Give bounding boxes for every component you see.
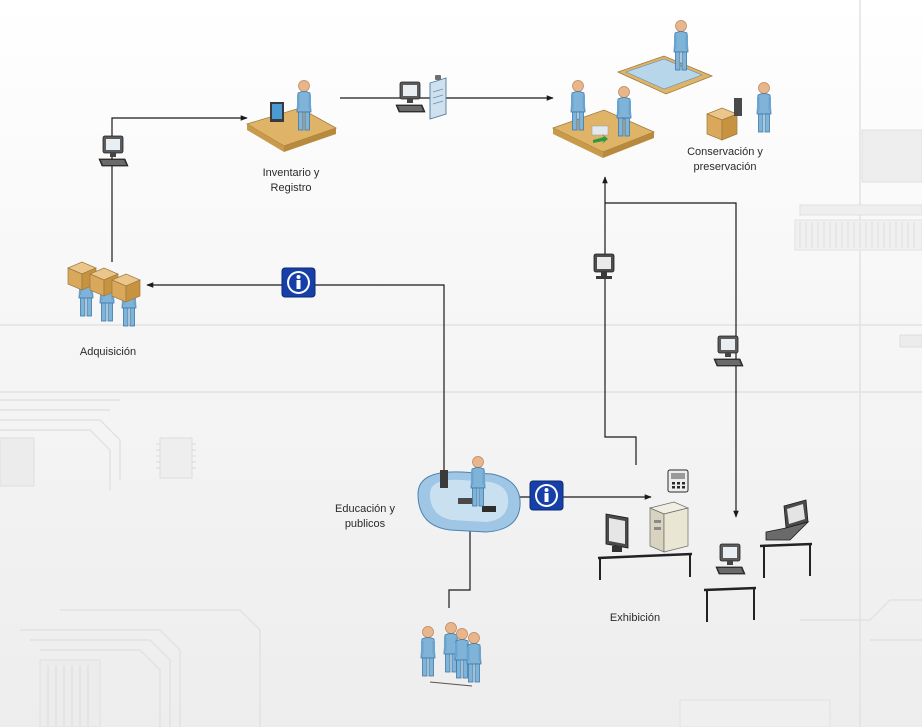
exhibition-table	[703, 542, 813, 622]
arrow-publico-to-educacion	[448, 514, 473, 608]
fax-icon	[667, 469, 689, 493]
node-label-conservacion-line2: preservación	[693, 161, 757, 173]
monitor-icon	[593, 253, 615, 280]
node-label-exhibicion: Exhibición	[590, 611, 680, 626]
computer-clipboard-icon	[395, 75, 447, 120]
conservation-team-icon	[551, 20, 772, 158]
arrow-adquisicion-to-inventario	[111, 115, 248, 262]
node-label-conservacion-line1: Conservación y	[687, 146, 763, 158]
office-worker-icon	[246, 80, 337, 152]
laptop-icon	[765, 499, 810, 541]
node-label-adquisicion-line1: Adquisición	[79, 346, 137, 358]
computer-icon	[713, 335, 744, 367]
computer-icon	[715, 543, 746, 575]
info-badge-icon	[529, 480, 564, 511]
node-label-inventario-line2: Registro	[270, 182, 312, 194]
arrow-conservacion-to-exhibicion	[605, 202, 739, 518]
flow-arrows	[111, 95, 739, 608]
reception-desk-icon	[417, 456, 521, 533]
node-label-educacion-line1: Educación y	[335, 503, 395, 515]
computer-icon	[98, 135, 129, 167]
audience-group-icon	[420, 622, 482, 687]
node-label-exhibicion-line1: Exhibición	[609, 612, 661, 624]
node-label-educacion-line2: publicos	[344, 518, 386, 530]
info-badge-icon	[281, 267, 316, 298]
server-workstation-icon	[597, 501, 693, 580]
node-label-inventario-line1: Inventario y	[262, 167, 320, 179]
node-label-adquisicion: Adquisición	[60, 345, 156, 360]
arrow-educacion-to-adquisicion	[146, 282, 445, 478]
arrow-exhibicion-to-conservacion	[602, 176, 637, 465]
delivery-team-icon	[67, 261, 141, 327]
node-label-educacion: Educación y publicos	[322, 502, 408, 532]
node-label-inventario: Inventario y Registro	[238, 166, 344, 196]
node-label-conservacion: Conservación y preservación	[665, 145, 785, 175]
